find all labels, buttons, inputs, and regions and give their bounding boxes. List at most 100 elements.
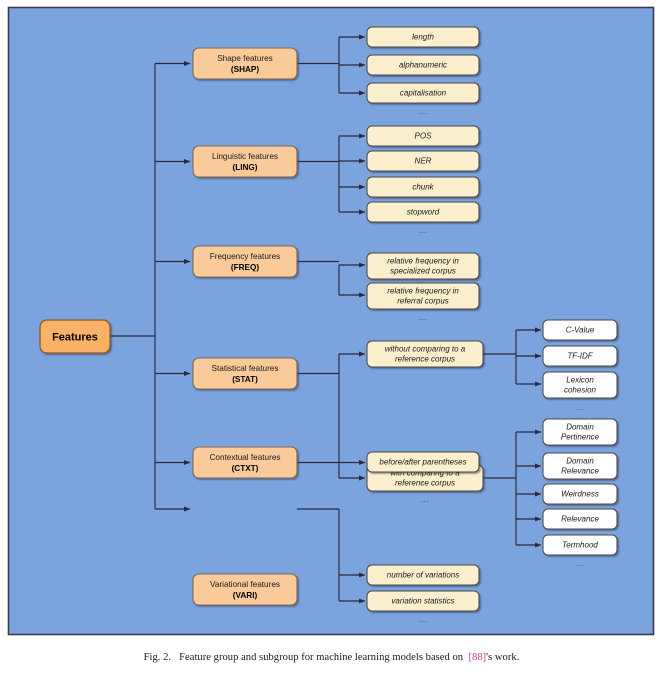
- node-metric-lexicon-cohesion-line1: Lexicon: [566, 376, 594, 385]
- node-feature-chunk-box[interactable]: [366, 176, 480, 198]
- node-group-shape-features-name: Shape features: [217, 54, 273, 63]
- node-group-linguistic-features-name: Linguistic features: [212, 152, 278, 161]
- node-feature-without-comparing-line1: without comparing to a: [385, 345, 466, 354]
- node-group-frequency-features-name: Frequency features: [210, 252, 281, 261]
- figure-caption: Fig. 2. Feature group and subgroup for m…: [0, 652, 663, 663]
- node-group-statistical-features-name: Statistical features: [212, 364, 279, 373]
- node-feature-pos[interactable]: POS: [366, 125, 480, 147]
- node-metric-domain-pertinence-box[interactable]: [542, 418, 618, 446]
- node-metric-domain-relevance[interactable]: Domain Relevance: [542, 452, 618, 480]
- node-metric-weirdness-label: Weirdness: [561, 490, 599, 499]
- node-feature-number-of-variations-box[interactable]: [366, 564, 480, 586]
- node-group-statistical-features[interactable]: Statistical features (STAT): [192, 357, 298, 390]
- node-metric-termhood-box[interactable]: [542, 534, 618, 556]
- node-group-statistical-features-code: (STAT): [232, 375, 258, 384]
- node-feature-capitalisation[interactable]: capitalisation: [366, 82, 480, 104]
- node-feature-alphanumeric-box[interactable]: [366, 54, 480, 76]
- node-metric-tf-idf[interactable]: TF-IDF: [542, 345, 618, 367]
- node-group-linguistic-features-box[interactable]: [192, 145, 298, 178]
- node-feature-with-comparing-line2: reference corpus: [395, 479, 455, 488]
- node-feature-relative-frequency-referral-box[interactable]: [366, 282, 480, 310]
- node-metric-lexicon-cohesion-line2: cohesion: [564, 386, 597, 395]
- node-metric-weirdness[interactable]: Weirdness: [542, 483, 618, 505]
- node-group-linguistic-features-code: (LING): [232, 163, 257, 172]
- node-feature-length-label: length: [412, 33, 434, 42]
- node-features-root-label: Features: [52, 331, 98, 343]
- node-metric-tf-idf-box[interactable]: [542, 345, 618, 367]
- node-feature-relative-frequency-referral-line1: relative frequency in: [387, 287, 459, 296]
- node-feature-alphanumeric[interactable]: alphanumeric: [366, 54, 480, 76]
- ellipsis-with-comparing: ...: [421, 495, 429, 504]
- node-metric-weirdness-box[interactable]: [542, 483, 618, 505]
- connectors-root-to-groups: [110, 60, 191, 512]
- node-metric-c-value-box[interactable]: [542, 319, 618, 341]
- node-feature-pos-box[interactable]: [366, 125, 480, 147]
- node-group-contextual-features-box[interactable]: [192, 446, 298, 479]
- node-feature-number-of-variations[interactable]: number of variations: [366, 564, 480, 586]
- node-metric-tf-idf-label: TF-IDF: [567, 352, 593, 361]
- figure-caption-text-after: 's work.: [486, 652, 520, 663]
- figure-caption-reference-link[interactable]: [88]: [468, 652, 487, 663]
- node-group-shape-features-box[interactable]: [192, 47, 298, 80]
- node-group-frequency-features-code: (FREQ): [231, 263, 259, 272]
- node-feature-without-comparing-box[interactable]: [366, 340, 484, 368]
- node-feature-variation-statistics[interactable]: variation statistics: [366, 590, 480, 612]
- node-feature-without-comparing-line2: reference corpus: [395, 355, 455, 364]
- node-group-frequency-features[interactable]: Frequency features (FREQ): [192, 245, 298, 278]
- node-feature-relative-frequency-specialized-box[interactable]: [366, 252, 480, 280]
- connectors-group-to-children: [297, 34, 366, 604]
- node-group-variational-features-code: (VARI): [233, 591, 258, 600]
- node-feature-capitalisation-box[interactable]: [366, 82, 480, 104]
- node-features-root-box[interactable]: [39, 319, 111, 354]
- node-group-contextual-features-name: Contextual features: [209, 453, 280, 462]
- node-metric-domain-pertinence-line2: Pertinence: [561, 433, 600, 442]
- node-metric-lexicon-cohesion-box[interactable]: [542, 371, 618, 399]
- node-feature-ner-box[interactable]: [366, 150, 480, 172]
- node-group-contextual-features[interactable]: Contextual features (CTXT): [192, 446, 298, 479]
- node-feature-before-after-parentheses-box[interactable]: [366, 451, 480, 473]
- node-metric-domain-relevance-box[interactable]: [542, 452, 618, 480]
- node-group-frequency-features-box[interactable]: [192, 245, 298, 278]
- connectors-children-to-grandchildren: [483, 327, 542, 548]
- node-group-contextual-features-code: (CTXT): [232, 464, 259, 473]
- node-group-statistical-features-box[interactable]: [192, 357, 298, 390]
- node-feature-variation-statistics-box[interactable]: [366, 590, 480, 612]
- node-group-shape-features-code: (SHAP): [231, 65, 259, 74]
- node-feature-chunk-label: chunk: [412, 183, 434, 192]
- node-feature-length-box[interactable]: [366, 26, 480, 48]
- node-metric-domain-pertinence-line1: Domain: [566, 423, 594, 432]
- node-metric-domain-relevance-line1: Domain: [566, 457, 594, 466]
- node-metric-relevance-label: Relevance: [561, 515, 599, 524]
- node-feature-ner-label: NER: [415, 157, 432, 166]
- node-metric-relevance[interactable]: Relevance: [542, 508, 618, 530]
- node-metric-domain-relevance-line2: Relevance: [561, 467, 599, 476]
- node-features-root[interactable]: Features: [39, 319, 111, 354]
- node-feature-chunk[interactable]: chunk: [366, 176, 480, 198]
- node-group-linguistic-features[interactable]: Linguistic features (LING): [192, 145, 298, 178]
- node-metric-lexicon-cohesion[interactable]: Lexicon cohesion: [542, 371, 618, 399]
- node-metric-c-value[interactable]: C-Value: [542, 319, 618, 341]
- node-feature-before-after-parentheses[interactable]: before/after parentheses: [366, 451, 480, 473]
- node-feature-with-comparing-line1: with comparing to a: [390, 469, 460, 478]
- node-feature-relative-frequency-referral[interactable]: relative frequency in referral corpus: [366, 282, 480, 310]
- node-group-variational-features-name: Variational features: [210, 580, 280, 589]
- ellipsis-shape-features: ...: [419, 107, 427, 116]
- node-feature-without-comparing[interactable]: without comparing to a reference corpus: [366, 340, 484, 368]
- node-metric-relevance-box[interactable]: [542, 508, 618, 530]
- node-feature-before-after-parentheses-label: before/after parentheses: [379, 458, 466, 467]
- node-feature-relative-frequency-specialized-line2: specialized corpus: [390, 267, 456, 276]
- node-metric-domain-pertinence[interactable]: Domain Pertinence: [542, 418, 618, 446]
- node-feature-stopword[interactable]: stopword: [366, 201, 480, 223]
- node-feature-relative-frequency-specialized[interactable]: relative frequency in specialized corpus: [366, 252, 480, 280]
- node-feature-length[interactable]: length: [366, 26, 480, 48]
- node-group-variational-features-box[interactable]: [192, 573, 298, 606]
- node-group-shape-features[interactable]: Shape features (SHAP): [192, 47, 298, 80]
- node-metric-termhood[interactable]: Termhood: [542, 534, 618, 556]
- node-feature-ner[interactable]: NER: [366, 150, 480, 172]
- node-group-variational-features[interactable]: Variational features (VARI): [192, 573, 298, 606]
- node-feature-stopword-box[interactable]: [366, 201, 480, 223]
- ellipsis-with-comparing-metrics: ...: [576, 559, 584, 568]
- node-feature-alphanumeric-label: alphanumeric: [399, 61, 447, 70]
- ellipsis-linguistic-features: ...: [419, 226, 427, 235]
